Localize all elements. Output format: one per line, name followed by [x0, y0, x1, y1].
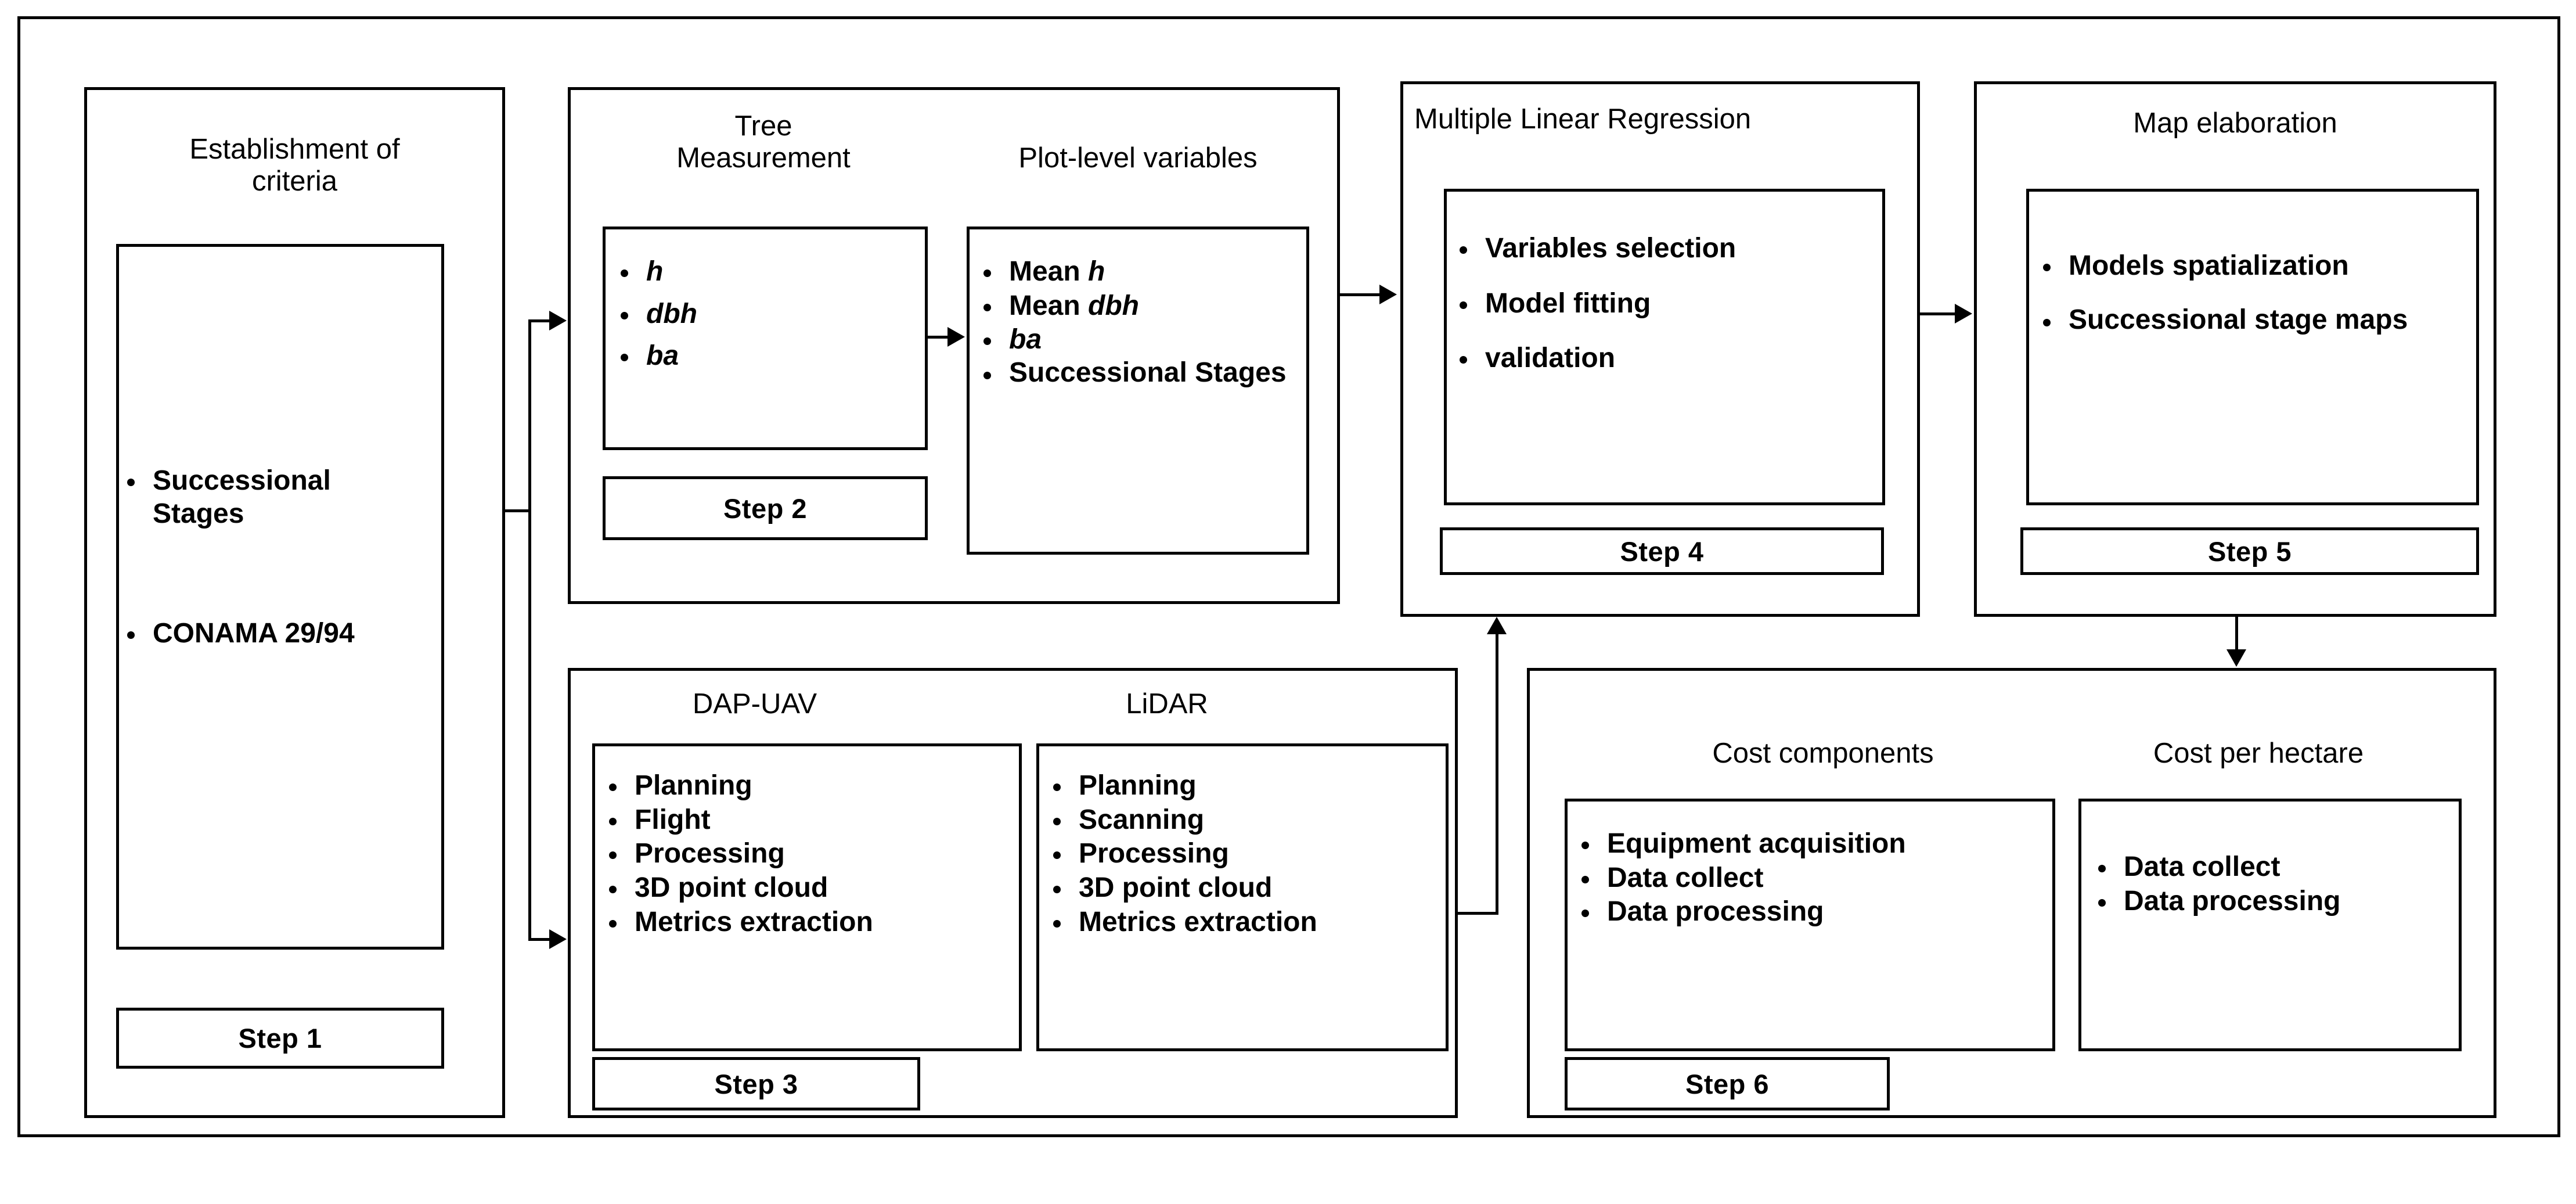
list-item: Planning — [1045, 770, 1449, 803]
step5-tag: Step 5 — [2020, 527, 2479, 575]
dap-uav-list-wrap: Planning Flight Processing 3D point clou… — [601, 770, 1022, 940]
list-item: Successional stage maps — [2035, 304, 2482, 336]
list-item: Mean h — [975, 256, 1309, 289]
connector-step1-vertical — [528, 319, 531, 940]
connector-step4-to-step5 — [1920, 312, 1956, 315]
connector-step3-to-step4-vertical — [1496, 633, 1498, 915]
list-item: 3D point cloud — [601, 872, 1022, 905]
tree-measurement-heading: Tree Measurement — [676, 110, 851, 174]
step2-tag: Step 2 — [603, 476, 928, 540]
plot-level-box — [967, 227, 1309, 555]
list-item: Data collect — [1573, 862, 2055, 895]
step5-heading: Map elaboration — [2133, 107, 2337, 139]
arrow-step3-to-step4 — [1487, 617, 1507, 634]
list-item: Models spatialization — [2035, 250, 2482, 283]
tree-measurement-box — [603, 227, 928, 450]
step4-heading: Multiple Linear Regression — [1414, 103, 1752, 135]
step1-criteria-list: Successional Stages CONAMA 29/94 — [119, 465, 444, 650]
step1-criteria-list-wrap: Successional Stages CONAMA 29/94 — [119, 465, 444, 653]
list-item: Planning — [601, 770, 1022, 803]
list-item: Data processing — [2090, 885, 2462, 918]
arrow-step4-to-step5 — [1955, 304, 1972, 324]
connector-step2-to-step4 — [1340, 293, 1379, 296]
arrow-tree-to-plot — [947, 327, 965, 347]
list-item: validation — [1451, 342, 1884, 375]
step6-tag: Step 6 — [1565, 1057, 1890, 1110]
cost-components-list-wrap: Equipment acquisition Data collect Data … — [1573, 828, 2055, 930]
cost-per-hectare-box — [2078, 799, 2462, 1051]
dap-uav-list: Planning Flight Processing 3D point clou… — [601, 770, 1022, 939]
cost-per-hectare-list-wrap: Data collect Data processing — [2090, 851, 2462, 919]
arrow-step1-to-step3 — [549, 929, 567, 949]
step3-tag: Step 3 — [592, 1057, 920, 1110]
step5-list-wrap: Models spatialization Successional stage… — [2035, 250, 2482, 357]
list-item: Successional Stages — [119, 465, 444, 530]
cost-components-heading: Cost components — [1712, 738, 1934, 769]
step1-tag: Step 1 — [116, 1008, 444, 1069]
connector-step1-stem — [505, 509, 531, 512]
connector-step3-to-step4-horizontal — [1458, 912, 1498, 915]
step4-list: Variables selection Model fitting valida… — [1451, 232, 1884, 375]
arrow-step2-to-step4 — [1379, 285, 1397, 304]
list-item: CONAMA 29/94 — [119, 617, 444, 650]
plot-level-list: Mean h Mean dbh ba Successional Stages — [975, 256, 1309, 389]
list-item: ba — [613, 340, 926, 373]
plot-level-heading: Plot-level variables — [1018, 142, 1258, 174]
list-item: dbh — [613, 298, 926, 331]
list-item: Data collect — [2090, 851, 2462, 884]
list-item: h — [613, 256, 926, 289]
lidar-list: Planning Scanning Processing 3D point cl… — [1045, 770, 1449, 939]
list-item: Processing — [1045, 838, 1449, 871]
connector-step1-to-step3 — [528, 938, 550, 941]
connector-step5-to-step6-vertical — [2235, 617, 2238, 652]
tree-measurement-list-wrap: h dbh ba — [613, 256, 926, 382]
connector-tree-to-plot — [928, 336, 949, 339]
cost-per-hectare-heading: Cost per hectare — [2153, 738, 2364, 769]
list-item: Data processing — [1573, 896, 2055, 929]
dap-uav-box — [592, 743, 1022, 1051]
step1-heading: Establishment of criteria — [189, 134, 400, 197]
list-item: Metrics extraction — [1045, 906, 1449, 939]
tree-measurement-list: h dbh ba — [613, 256, 926, 373]
step4-tag: Step 4 — [1440, 527, 1884, 575]
cost-per-hectare-list: Data collect Data processing — [2090, 851, 2462, 918]
lidar-list-wrap: Planning Scanning Processing 3D point cl… — [1045, 770, 1449, 940]
list-item: Metrics extraction — [601, 906, 1022, 939]
list-item: Variables selection — [1451, 232, 1884, 265]
list-item: Processing — [601, 838, 1022, 871]
list-item: ba — [975, 324, 1309, 357]
arrow-step1-to-step2 — [549, 311, 567, 330]
cost-components-list: Equipment acquisition Data collect Data … — [1573, 828, 2055, 929]
plot-level-list-wrap: Mean h Mean dbh ba Successional Stages — [975, 256, 1309, 390]
list-item: Scanning — [1045, 804, 1449, 837]
step4-box — [1444, 189, 1885, 505]
lidar-box — [1036, 743, 1449, 1051]
cost-components-box — [1565, 799, 2055, 1051]
lidar-heading: LiDAR — [1126, 688, 1208, 720]
step4-list-wrap: Variables selection Model fitting valida… — [1451, 232, 1884, 397]
list-item: Mean dbh — [975, 290, 1309, 323]
list-item: Flight — [601, 804, 1022, 837]
step1-criteria-box — [116, 244, 444, 950]
list-item: Model fitting — [1451, 287, 1884, 321]
list-item: Equipment acquisition — [1573, 828, 2055, 861]
arrow-step5-to-step6 — [2226, 649, 2246, 667]
list-item: Successional Stages — [975, 357, 1309, 389]
step5-box — [2026, 189, 2479, 505]
step5-list: Models spatialization Successional stage… — [2035, 250, 2482, 335]
list-item: 3D point cloud — [1045, 872, 1449, 905]
dap-uav-heading: DAP-UAV — [692, 688, 817, 720]
connector-step1-to-step2 — [528, 319, 550, 322]
